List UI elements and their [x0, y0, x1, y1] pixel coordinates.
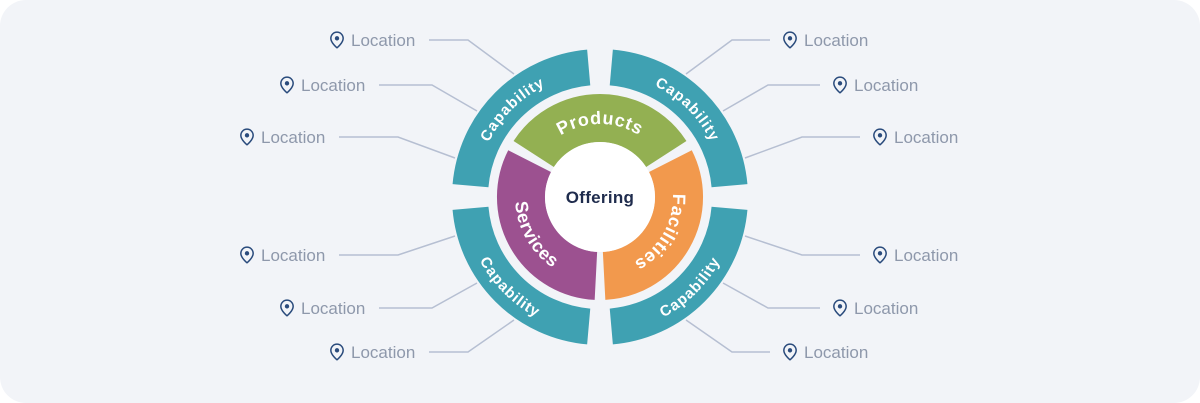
- connector-line: [685, 319, 770, 353]
- outer-ring-segment-bottom-left: [452, 206, 591, 345]
- connector-line: [722, 282, 820, 309]
- location-label: Location: [261, 246, 325, 265]
- offering-label: Offering: [566, 188, 635, 207]
- location-label: Location: [804, 343, 868, 362]
- connector-line: [685, 39, 770, 75]
- connector-line: [744, 235, 860, 256]
- location-label: Location: [261, 128, 325, 147]
- outer-ring-segment-top-left: [452, 49, 591, 188]
- connector-line: [429, 319, 515, 353]
- connector-line: [379, 282, 478, 309]
- outer-ring-segment-bottom-right: [609, 206, 748, 345]
- connector-line: [429, 39, 515, 75]
- location-label: Location: [351, 343, 415, 362]
- location-label: Location: [894, 128, 958, 147]
- inner-segment-services: [496, 150, 599, 300]
- location-label: Location: [351, 31, 415, 50]
- location-label: Location: [301, 76, 365, 95]
- connector-line: [722, 84, 820, 112]
- location-label: Location: [804, 31, 868, 50]
- location-label: Location: [854, 76, 918, 95]
- location-label: Location: [301, 299, 365, 318]
- connector-line: [339, 136, 456, 159]
- location-label: Location: [854, 299, 918, 318]
- inner-segment-products: [513, 93, 687, 168]
- outer-ring-segment-top-right: [609, 49, 748, 188]
- connector-line: [744, 136, 860, 159]
- connector-line: [339, 235, 456, 256]
- inner-segment-facilities: [601, 150, 704, 300]
- location-label: Location: [894, 246, 958, 265]
- center-circle: [545, 142, 655, 252]
- connector-line: [379, 84, 478, 112]
